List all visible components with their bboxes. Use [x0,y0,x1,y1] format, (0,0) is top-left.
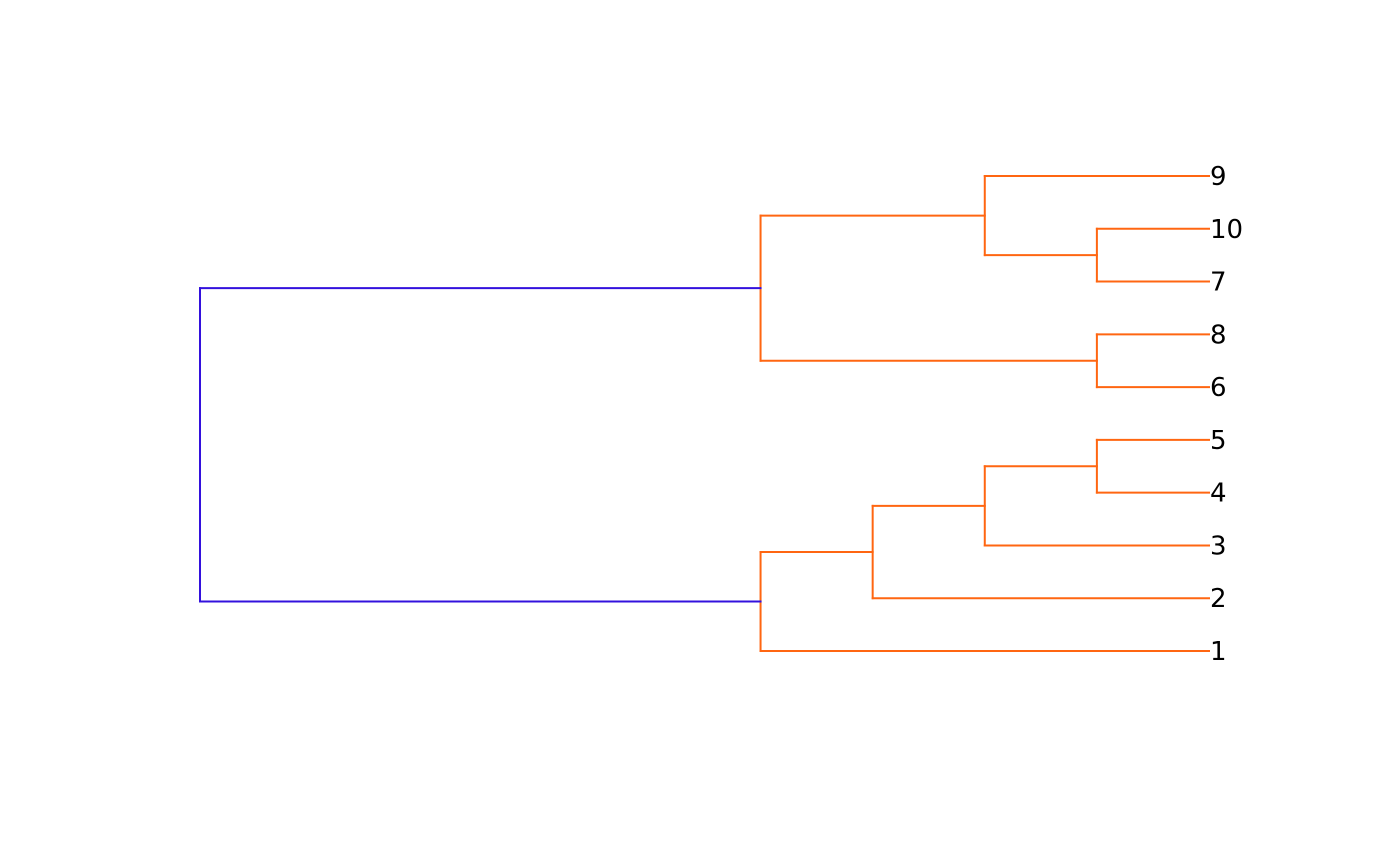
leaf-label-6: 6 [1210,373,1227,403]
leaf-label-group: 9 10 7 8 6 5 4 3 2 1 [1210,162,1243,667]
leaf-label-8: 8 [1210,320,1227,350]
leaf-label-4: 4 [1210,479,1227,509]
branch-group [199,175,1210,652]
leaf-label-3: 3 [1210,531,1227,561]
leaf-label-9: 9 [1210,162,1227,192]
leaf-label-5: 5 [1210,426,1227,456]
leaf-label-7: 7 [1210,268,1227,298]
leaf-label-1: 1 [1210,637,1227,667]
leaf-label-2: 2 [1210,584,1227,614]
leaf-label-10: 10 [1210,215,1243,245]
